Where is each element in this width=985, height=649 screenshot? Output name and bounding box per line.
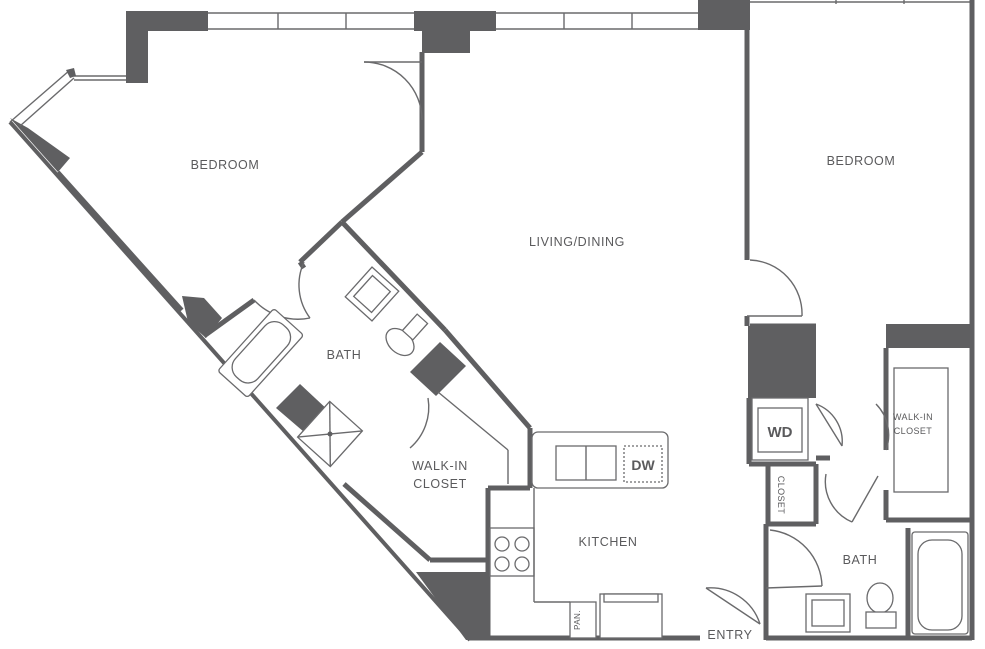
bedroom-right-label: BEDROOM [827, 154, 896, 168]
interior-walls [202, 30, 972, 640]
bath-left-label: BATH [327, 348, 362, 362]
walk-in-closet-right-line1: WALK-IN [893, 412, 933, 422]
walk-in-closet-left-line1: WALK-IN [412, 459, 468, 473]
bedroom-left-label: BEDROOM [191, 158, 260, 172]
left-bath-fixtures [218, 266, 429, 468]
living-dining-label: LIVING/DINING [529, 235, 625, 249]
washer-dryer-label: WD [768, 424, 793, 441]
closet-label: CLOSET [776, 476, 786, 515]
bath-right-label: BATH [843, 553, 878, 567]
doors [253, 61, 890, 625]
entry-label: ENTRY [707, 628, 752, 642]
walk-in-closet-right-line2: CLOSET [894, 426, 933, 436]
walk-in-closet-left-line2: CLOSET [413, 477, 467, 491]
dishwasher-label: DW [631, 457, 655, 473]
pantry-label: PAN. [573, 610, 582, 630]
right-side-fixtures [751, 367, 969, 635]
kitchen-label: KITCHEN [578, 535, 637, 549]
kitchen-fixtures [489, 431, 669, 639]
exterior-walls [8, 0, 975, 642]
